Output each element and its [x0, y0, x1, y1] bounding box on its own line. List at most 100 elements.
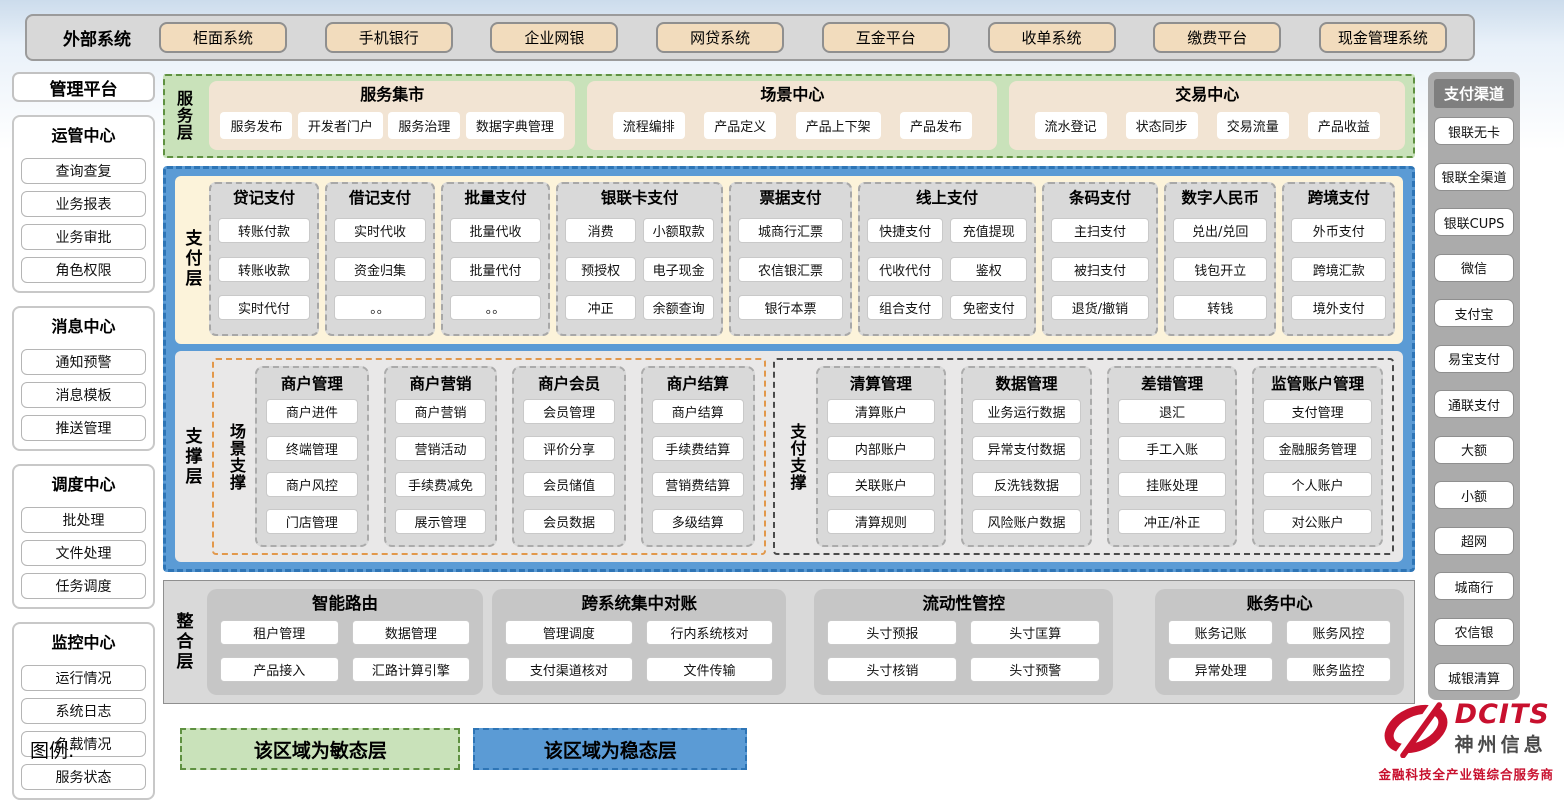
support-item-button[interactable]: 商户结算: [651, 399, 744, 425]
channel-button[interactable]: 城银清算: [1434, 663, 1514, 691]
integration-item-button[interactable]: 汇路计算引擎: [351, 657, 471, 683]
support-item-button[interactable]: 清算账户: [826, 399, 936, 425]
payment-item-button[interactable]: 退货/撤销: [1051, 295, 1149, 321]
payment-item-button[interactable]: 银行本票: [738, 295, 843, 321]
integration-item-button[interactable]: 租户管理: [220, 619, 339, 645]
support-item-button[interactable]: 手续费结算: [651, 435, 744, 461]
payment-item-button[interactable]: 农信银汇票: [738, 256, 843, 282]
payment-item-button[interactable]: 兑出/兑回: [1172, 217, 1268, 243]
service-item-button[interactable]: 产品上下架: [795, 111, 881, 139]
support-item-button[interactable]: 会员管理: [523, 399, 615, 425]
service-item-button[interactable]: 开发者门户: [297, 111, 383, 139]
support-item-button[interactable]: 冲正/补正: [1117, 508, 1227, 534]
payment-item-button[interactable]: 城商行汇票: [738, 217, 843, 243]
external-system-button[interactable]: 企业网银: [490, 22, 619, 53]
external-system-button[interactable]: 收单系统: [987, 22, 1116, 53]
management-item-button[interactable]: 运行情况: [21, 665, 146, 691]
service-item-button[interactable]: 交易流量: [1216, 111, 1289, 139]
management-item-button[interactable]: 负载情况: [21, 731, 146, 757]
support-item-button[interactable]: 商户营销: [394, 399, 487, 425]
support-item-button[interactable]: 关联账户: [826, 472, 936, 498]
support-item-button[interactable]: 营销活动: [394, 435, 487, 461]
support-item-button[interactable]: 商户进件: [266, 399, 358, 425]
payment-item-button[interactable]: 充值提现: [950, 217, 1027, 243]
payment-item-button[interactable]: 转账付款: [218, 217, 310, 243]
service-item-button[interactable]: 数据字典管理: [465, 111, 564, 139]
channel-button[interactable]: 支付宝: [1434, 299, 1514, 327]
external-system-button[interactable]: 手机银行: [324, 22, 453, 53]
support-item-button[interactable]: 金融服务管理: [1263, 435, 1372, 461]
payment-item-button[interactable]: 批量代付: [449, 256, 542, 282]
external-system-button[interactable]: 网贷系统: [656, 22, 785, 53]
channel-button[interactable]: 银联全渠道: [1434, 162, 1514, 191]
payment-item-button[interactable]: 境外支付: [1291, 295, 1386, 321]
payment-item-button[interactable]: 鉴权: [950, 256, 1027, 282]
service-item-button[interactable]: 产品定义: [704, 111, 777, 139]
support-item-button[interactable]: 手续费减免: [394, 472, 487, 498]
support-item-button[interactable]: 清算规则: [826, 508, 936, 534]
management-item-button[interactable]: 任务调度: [21, 573, 146, 599]
external-system-button[interactable]: 缴费平台: [1153, 22, 1282, 53]
support-item-button[interactable]: 展示管理: [394, 508, 487, 534]
payment-item-button[interactable]: 实时代收: [333, 217, 426, 243]
payment-item-button[interactable]: 转账收款: [218, 256, 310, 282]
payment-item-button[interactable]: 。。: [449, 295, 542, 321]
payment-item-button[interactable]: 电子现金: [643, 256, 715, 282]
service-item-button[interactable]: 产品发布: [900, 111, 973, 139]
integration-item-button[interactable]: 行内系统核对: [645, 619, 774, 645]
integration-item-button[interactable]: 文件传输: [645, 657, 774, 683]
service-item-button[interactable]: 产品收益: [1307, 111, 1380, 139]
management-item-button[interactable]: 推送管理: [21, 415, 146, 441]
support-item-button[interactable]: 反洗钱数据: [972, 472, 1081, 498]
external-system-button[interactable]: 现金管理系统: [1318, 22, 1447, 53]
integration-item-button[interactable]: 账务风控: [1286, 619, 1392, 645]
management-item-button[interactable]: 文件处理: [21, 540, 146, 566]
support-item-button[interactable]: 门店管理: [266, 508, 358, 534]
support-item-button[interactable]: 手工入账: [1117, 435, 1227, 461]
payment-item-button[interactable]: 实时代付: [218, 295, 310, 321]
channel-button[interactable]: 城商行: [1434, 572, 1514, 600]
payment-item-button[interactable]: 余额查询: [643, 295, 715, 321]
channel-button[interactable]: 大额: [1434, 435, 1514, 464]
external-system-button[interactable]: 柜面系统: [159, 22, 287, 53]
support-item-button[interactable]: 挂账处理: [1117, 472, 1227, 498]
channel-button[interactable]: 微信: [1434, 253, 1514, 282]
channel-button[interactable]: 银联无卡: [1434, 117, 1514, 145]
management-item-button[interactable]: 查询查复: [21, 158, 146, 184]
support-item-button[interactable]: 终端管理: [266, 435, 358, 461]
payment-item-button[interactable]: 冲正: [565, 295, 637, 321]
payment-item-button[interactable]: 免密支付: [950, 295, 1027, 321]
integration-item-button[interactable]: 头寸匡算: [970, 619, 1101, 645]
payment-item-button[interactable]: 批量代收: [449, 217, 542, 243]
service-item-button[interactable]: 服务治理: [388, 111, 461, 139]
management-item-button[interactable]: 业务报表: [21, 191, 146, 217]
support-item-button[interactable]: 支付管理: [1263, 399, 1372, 425]
service-item-button[interactable]: 流水登记: [1034, 111, 1107, 139]
integration-item-button[interactable]: 头寸预警: [970, 657, 1101, 683]
integration-item-button[interactable]: 账务监控: [1286, 657, 1392, 683]
payment-item-button[interactable]: 被扫支付: [1051, 256, 1149, 282]
payment-item-button[interactable]: 外币支付: [1291, 217, 1386, 243]
payment-item-button[interactable]: 钱包开立: [1172, 256, 1268, 282]
payment-item-button[interactable]: 资金归集: [333, 256, 426, 282]
channel-button[interactable]: 小额: [1434, 481, 1514, 509]
payment-item-button[interactable]: 预授权: [565, 256, 637, 282]
integration-item-button[interactable]: 头寸核销: [827, 657, 958, 683]
payment-item-button[interactable]: 组合支付: [866, 295, 944, 321]
support-item-button[interactable]: 异常支付数据: [972, 435, 1081, 461]
support-item-button[interactable]: 业务运行数据: [972, 399, 1081, 425]
payment-item-button[interactable]: 跨境汇款: [1291, 256, 1386, 282]
support-item-button[interactable]: 风险账户数据: [972, 508, 1081, 534]
integration-item-button[interactable]: 异常处理: [1168, 657, 1274, 683]
channel-button[interactable]: 超网: [1434, 526, 1514, 555]
support-item-button[interactable]: 多级结算: [651, 508, 744, 534]
payment-item-button[interactable]: 代收代付: [866, 256, 944, 282]
support-item-button[interactable]: 对公账户: [1263, 508, 1372, 534]
support-item-button[interactable]: 评价分享: [523, 435, 615, 461]
integration-item-button[interactable]: 支付渠道核对: [505, 657, 633, 683]
channel-button[interactable]: 银联CUPS: [1434, 208, 1514, 236]
management-item-button[interactable]: 角色权限: [21, 257, 146, 283]
payment-item-button[interactable]: 。。: [333, 295, 426, 321]
management-item-button[interactable]: 系统日志: [21, 698, 146, 724]
payment-item-button[interactable]: 主扫支付: [1051, 217, 1149, 243]
